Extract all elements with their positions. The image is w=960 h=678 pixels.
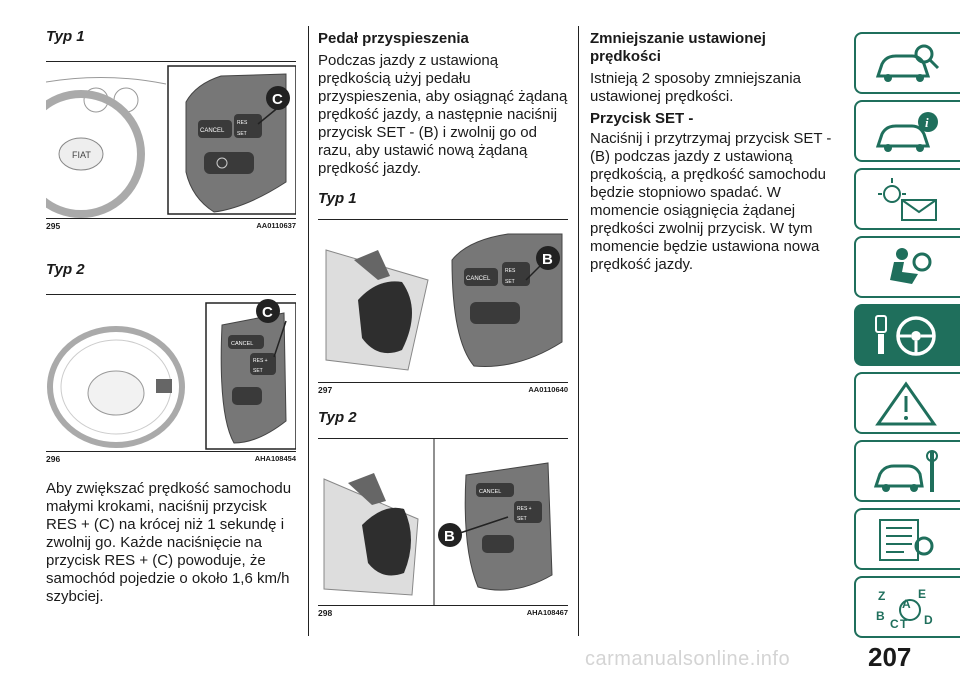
accelerator-pedal-heading: Pedał przyspieszenia [318, 30, 469, 47]
decrease-speed-heading: Zmniejszanie ustawionej prędkości [590, 30, 766, 65]
figure-297-type-label: Typ 1 [318, 190, 357, 207]
index-letter: A [902, 597, 911, 611]
figure-298: CANCEL RES + SET B [318, 438, 568, 606]
callout-b-label: B [444, 528, 455, 545]
accelerator-pedal-paragraph: Podczas jazdy z ustawioną prędkością uży… [318, 52, 568, 177]
column-divider [308, 26, 309, 636]
set-minus-subheading: Przycisk SET - [590, 110, 694, 127]
figure-295: FIAT CANCEL RES SET C [46, 61, 296, 219]
figure-number: 298 [318, 608, 333, 618]
index-letter: Z [878, 589, 885, 603]
warning-lights-message-icon [878, 178, 937, 221]
callout-c-label: C [262, 304, 273, 321]
figure-295-caption: 295 AA0110637 [46, 221, 296, 231]
index-letter: E [918, 587, 926, 601]
watermark: carmanualsonline.info [585, 648, 791, 670]
steering-wheel-controls-illustration: FIAT CANCEL RES SET C [46, 65, 296, 218]
middle-column: Pedał przyspieszenia Podczas jazdy z ust… [318, 26, 568, 618]
index-letter: T [900, 617, 908, 631]
figure-code: AA0110637 [256, 221, 296, 230]
tab-technical-data[interactable] [854, 508, 960, 570]
set-button-label: SET [505, 279, 515, 285]
set-button-label: SET [253, 368, 263, 374]
set-minus-paragraph: Naciśnij i przytrzymaj przycisk SET - (B… [590, 130, 832, 273]
pedal-and-button-illustration: CANCEL RES SET B [325, 226, 568, 376]
figure-number: 296 [46, 454, 61, 464]
res-button-label: RES + [517, 506, 532, 512]
cancel-button-label: CANCEL [200, 128, 225, 134]
decrease-speed-intro: Istnieją 2 sposoby zmniejszania ustawion… [590, 70, 801, 105]
set-button-label: SET [237, 131, 247, 137]
column-divider [578, 26, 579, 636]
tab-safety[interactable] [854, 236, 960, 298]
increase-speed-paragraph: Aby zwiększać prędkość samochodu małymi … [46, 480, 292, 605]
callout-c-label: C [272, 91, 283, 108]
key-steering-wheel-icon [875, 315, 936, 356]
car-service-icon [873, 450, 938, 492]
road-warning-icon [875, 381, 937, 426]
svg-text:FIAT: FIAT [72, 150, 91, 160]
specifications-list-icon [879, 519, 934, 561]
steering-wheel-controls-illustration: CANCEL RES + SET C [47, 299, 296, 450]
tab-car-knowledge[interactable] [854, 32, 960, 94]
cancel-button-label: CANCEL [466, 276, 491, 282]
cancel-button-label: CANCEL [231, 341, 253, 347]
figure-296-caption: 296 AHA108454 [46, 454, 296, 464]
tab-starting-driving[interactable] [854, 304, 960, 366]
figure-296-type-label: Typ 2 [46, 261, 85, 278]
tab-maintenance[interactable] [854, 440, 960, 502]
callout-c-badge [266, 86, 290, 110]
left-column: Typ 1 FIAT CANCEL RES SET C 295 [46, 26, 296, 606]
figure-297-caption: 297 AA0110640 [318, 385, 568, 395]
index-letter: C [890, 617, 899, 631]
figure-297: CANCEL RES SET B [318, 219, 568, 383]
callout-b-label: B [542, 251, 553, 268]
tab-warning-lights[interactable] [854, 168, 960, 230]
svg-text:i: i [925, 115, 929, 130]
figure-number: 297 [318, 385, 333, 395]
car-search-icon [875, 44, 940, 82]
figure-298-caption: 298 AHA108467 [318, 608, 568, 618]
set-button-label: SET [517, 516, 527, 522]
res-button-label: RES [505, 268, 516, 274]
car-info-icon: i [875, 112, 938, 152]
seat-airbag-icon [890, 248, 932, 284]
figure-code: AA0110640 [528, 385, 568, 394]
res-button-label: RES + [253, 358, 268, 364]
cancel-button-label: CANCEL [479, 489, 501, 495]
tab-safety-info[interactable]: i [854, 100, 960, 162]
figure-code: AHA108454 [254, 454, 296, 463]
figure-number: 295 [46, 221, 61, 231]
index-letter: D [924, 613, 933, 627]
res-button-label: RES [237, 120, 248, 126]
figure-code: AHA108467 [526, 608, 568, 617]
tab-index[interactable]: Z E B C T D A [854, 576, 960, 638]
tab-emergency[interactable] [854, 372, 960, 434]
right-column: Zmniejszanie ustawionej prędkości Istnie… [590, 26, 840, 274]
figure-298-type-label: Typ 2 [318, 409, 357, 426]
alphabetical-index-icon: Z E B C T D A [876, 587, 933, 631]
pedal-and-button-illustration: CANCEL RES + SET B [323, 439, 553, 605]
callout-c-badge [256, 299, 280, 323]
index-letter: B [876, 609, 885, 623]
figure-295-type-label: Typ 1 [46, 28, 85, 45]
callout-b-badge [536, 246, 560, 270]
callout-b-badge [438, 523, 462, 547]
figure-296: CANCEL RES + SET C [46, 294, 296, 452]
page-number: 207 [868, 642, 912, 672]
